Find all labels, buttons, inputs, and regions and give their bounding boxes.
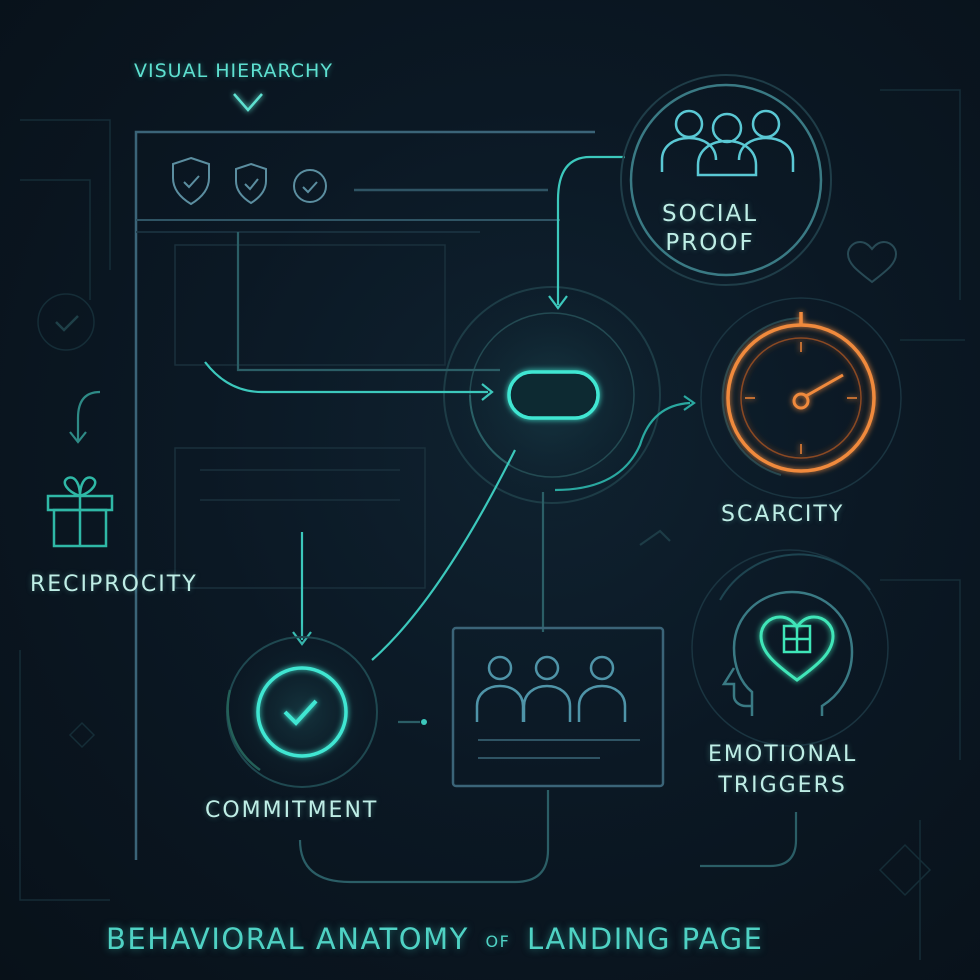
background-circuit [19, 89, 965, 960]
title-part2: LANDING PAGE [527, 922, 764, 956]
title-part1: BEHAVIORAL ANATOMY [106, 922, 469, 956]
scarcity-node [700, 297, 902, 499]
testimonial-card [451, 626, 665, 788]
circle-check-icon [293, 169, 327, 203]
connectors [69, 155, 798, 884]
connector-dot [421, 719, 427, 725]
label-social-proof-line1: SOCIAL [662, 201, 759, 227]
label-emotional-line2: TRIGGERS [718, 773, 847, 798]
shield-check-mark [183, 175, 200, 189]
chevron-down-icon [233, 93, 263, 112]
emotional-node [691, 549, 889, 747]
checkmark-icon [283, 699, 318, 726]
label-social-proof: SOCIAL PROOF [662, 200, 758, 258]
head-heart-icon [721, 590, 854, 716]
stopwatch-icon [726, 312, 876, 473]
commitment-node [212, 622, 392, 802]
browser-window [134, 130, 595, 860]
page-title: BEHAVIORAL ANATOMY OF LANDING PAGE [106, 922, 763, 956]
label-commitment: COMMITMENT [205, 798, 379, 823]
bg-check-icon [55, 315, 79, 332]
shield-check-mark-2 [244, 178, 259, 191]
label-scarcity: SCARCITY [721, 502, 845, 527]
label-emotional-line1: EMOTIONAL [708, 742, 858, 767]
shield-check-icon [172, 156, 210, 206]
social-proof-node [620, 74, 832, 286]
label-emotional-triggers: EMOTIONAL TRIGGERS [708, 739, 857, 801]
heart-icon [846, 240, 898, 284]
people-icon [660, 109, 795, 177]
people-icon-card [475, 655, 627, 722]
cta-button[interactable] [507, 370, 600, 420]
circle-check-mark [302, 181, 318, 194]
title-connector: OF [485, 932, 511, 951]
shield-check-icon-2 [235, 162, 267, 205]
label-visual-hierarchy: VISUAL HIERARCHY [134, 60, 333, 82]
label-social-proof-line2: PROOF [665, 230, 755, 256]
label-reciprocity: RECIPROCITY [30, 572, 198, 597]
gift-icon [46, 476, 114, 548]
